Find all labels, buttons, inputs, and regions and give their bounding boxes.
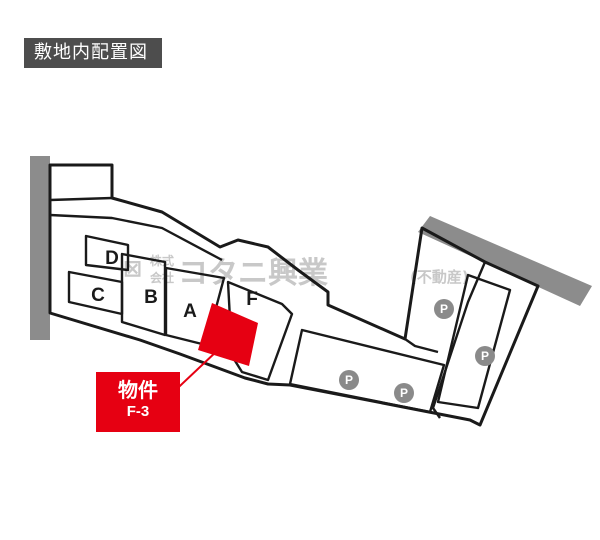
parking-icon (475, 346, 495, 366)
parking-marker-label: P (440, 302, 448, 316)
parking-marker-4: P (394, 383, 414, 403)
parking-area-2 (436, 273, 512, 410)
parking-marker-label: P (400, 386, 408, 400)
parking-marker-3: P (339, 370, 359, 390)
interior-line-1 (49, 196, 113, 202)
parking-icon (434, 299, 454, 319)
property-label: 物件 (118, 378, 158, 402)
building-label-d: D (105, 248, 119, 269)
property-f3-highlight (198, 303, 258, 366)
watermark-kk-bottom: 会社 (150, 270, 174, 285)
building-label-c: C (91, 285, 105, 306)
parking-marker-1: P (434, 299, 454, 319)
watermark-sub: (不動産) (410, 268, 469, 286)
property-callout: 物件 F-3 (96, 372, 180, 432)
parking-icon (394, 383, 414, 403)
road-left (30, 156, 50, 340)
parking-marker-label: P (345, 373, 353, 387)
parking-area-1 (288, 328, 446, 414)
map-title: 敷地内配置図 (24, 38, 162, 68)
interior-line-3 (404, 338, 439, 354)
building-label-b: B (144, 287, 158, 308)
interior-line-4 (431, 261, 487, 419)
property-unit: F-3 (126, 403, 150, 420)
parking-marker-2: P (475, 346, 495, 366)
building-label-a: A (183, 301, 197, 322)
building-d-outline (84, 234, 130, 272)
interior-line-2 (49, 213, 223, 262)
site-outline (48, 163, 540, 427)
road-right (418, 216, 592, 306)
building-label-f: F (246, 289, 258, 310)
parking-icon (339, 370, 359, 390)
parking-marker-label: P (481, 349, 489, 363)
